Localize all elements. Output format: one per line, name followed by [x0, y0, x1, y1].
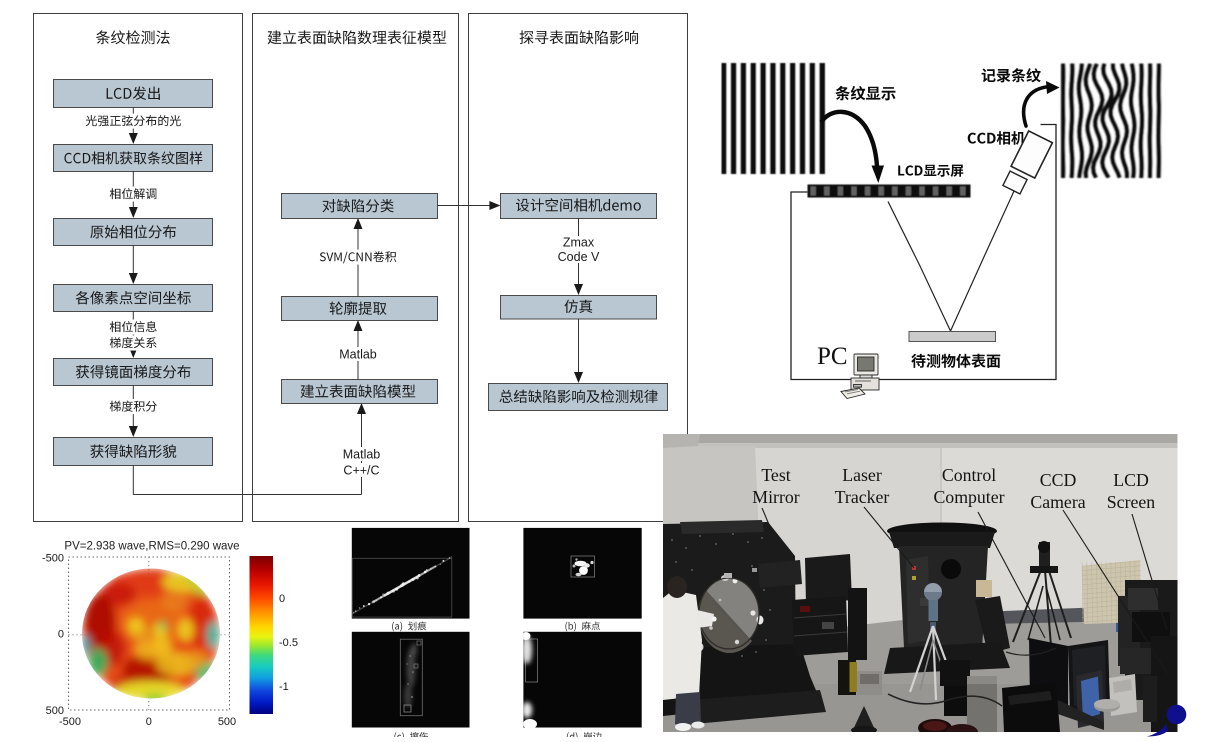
svg-text:0: 0	[279, 593, 285, 605]
svg-text:Camera: Camera	[1030, 492, 1085, 512]
svg-text:Control: Control	[942, 465, 996, 485]
svg-text:500: 500	[218, 716, 236, 728]
svg-text:Code V: Code V	[558, 250, 600, 264]
svg-text:C++/C: C++/C	[343, 464, 379, 478]
svg-text:-500: -500	[59, 716, 81, 728]
svg-text:CCD: CCD	[1040, 470, 1077, 490]
svg-text:-500: -500	[42, 553, 64, 565]
svg-text:Tracker: Tracker	[835, 487, 890, 507]
svg-text:Matlab: Matlab	[339, 348, 377, 362]
svg-text:0: 0	[146, 716, 152, 728]
svg-text:PV=2.938 wave,RMS=0.290 wave: PV=2.938 wave,RMS=0.290 wave	[64, 541, 239, 553]
svg-text:Laser: Laser	[842, 465, 882, 485]
svg-text:-1: -1	[279, 681, 289, 693]
svg-text:500: 500	[46, 705, 64, 717]
svg-text:Computer: Computer	[933, 487, 1004, 507]
svg-text:LCD: LCD	[1113, 470, 1149, 490]
svg-text:-0.5: -0.5	[279, 637, 298, 649]
svg-text:Zmax: Zmax	[563, 236, 595, 250]
svg-text:Test: Test	[761, 465, 790, 485]
svg-text:PC: PC	[817, 343, 848, 370]
svg-text:Screen: Screen	[1107, 492, 1155, 512]
svg-text:Mirror: Mirror	[752, 487, 799, 507]
svg-text:Matlab: Matlab	[343, 448, 381, 462]
svg-text:0: 0	[58, 629, 64, 641]
